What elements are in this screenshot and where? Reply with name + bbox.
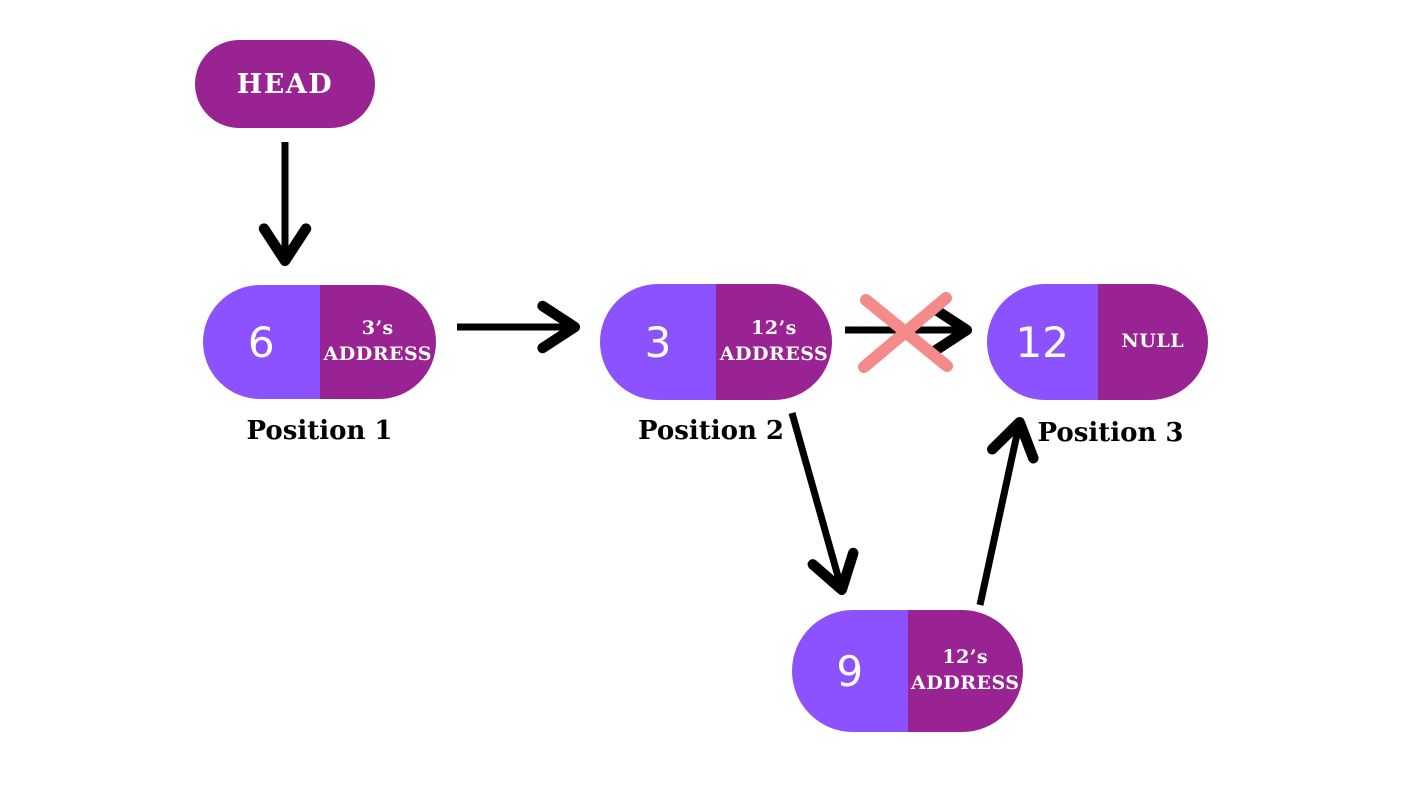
position-1-label: Position 1 — [246, 416, 393, 446]
list-node-new: 9 12’s ADDRESS — [792, 610, 1023, 732]
node-new-value: 9 — [836, 646, 864, 696]
node-1-pointer-line2: ADDRESS — [323, 343, 432, 365]
list-node-3: 12 NULL — [987, 284, 1208, 400]
head-node: HEAD — [195, 40, 375, 128]
node-new-pointer-line2: ADDRESS — [911, 672, 1020, 694]
list-node-2: 3 12’s ADDRESS — [600, 284, 832, 400]
node-1-value: 6 — [247, 317, 275, 367]
node-2-pointer-line1: 12’s — [751, 317, 797, 340]
list-node-1: 6 3’s ADDRESS — [203, 285, 436, 399]
node-1-pointer-line1: 3’s — [361, 317, 394, 340]
arrow-newnode-to-node3 — [976, 417, 1039, 606]
position-2-label: Position 2 — [638, 416, 784, 446]
node-new-pointer-cell: 12’s ADDRESS — [907, 610, 1023, 732]
node-3-pointer-line1: NULL — [1121, 330, 1185, 353]
node-2-value-cell: 3 — [600, 284, 716, 400]
head-label: HEAD — [236, 68, 334, 100]
cross-out-icon — [858, 292, 953, 373]
position-3-label: Position 3 — [1037, 418, 1184, 448]
node-1-pointer-cell: 3’s ADDRESS — [319, 285, 436, 399]
node-2-pointer-line2: ADDRESS — [719, 343, 829, 365]
node-new-pointer-line1: 12’s — [942, 646, 989, 669]
node-2-pointer-cell: 12’s ADDRESS — [716, 284, 832, 400]
node-3-pointer-cell: NULL — [1097, 284, 1208, 400]
node-new-value-cell: 9 — [792, 610, 908, 732]
node-1-value-cell: 6 — [203, 285, 320, 399]
node-2-value: 3 — [644, 317, 672, 367]
node-3-value-cell: 12 — [987, 284, 1098, 400]
node-3-value: 12 — [1015, 317, 1069, 367]
